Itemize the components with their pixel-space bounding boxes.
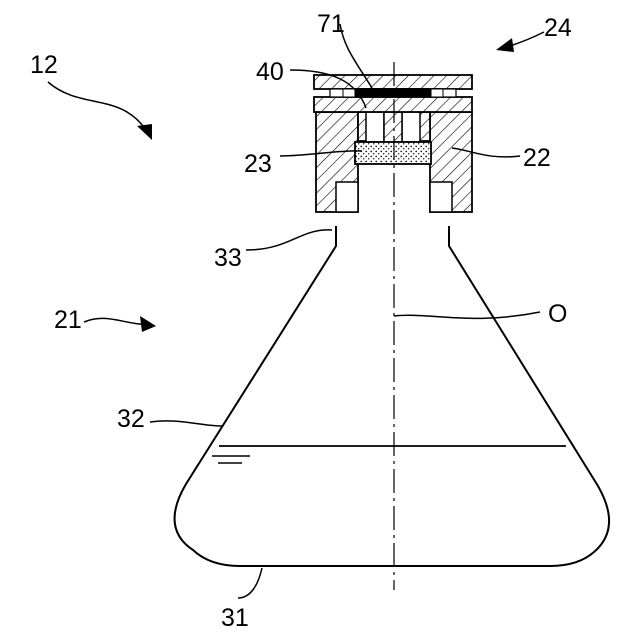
flask-body: [175, 226, 610, 566]
ref-22: 22: [523, 144, 551, 172]
ref-71: 71: [317, 10, 345, 38]
porous-layer: [355, 142, 431, 164]
inner-shaft: [366, 112, 420, 142]
liquid-level-symbol: [212, 456, 250, 463]
ref-21: 21: [54, 306, 82, 334]
ref-32: 32: [117, 405, 145, 433]
ref-40: 40: [256, 58, 284, 86]
ref-O: O: [548, 300, 567, 328]
ref-23: 23: [244, 150, 272, 178]
ref-24: 24: [544, 14, 572, 42]
lid-assembly: [314, 75, 472, 112]
ref-33: 33: [214, 244, 242, 272]
ref-12: 12: [30, 51, 58, 79]
ref-31: 31: [221, 604, 249, 632]
